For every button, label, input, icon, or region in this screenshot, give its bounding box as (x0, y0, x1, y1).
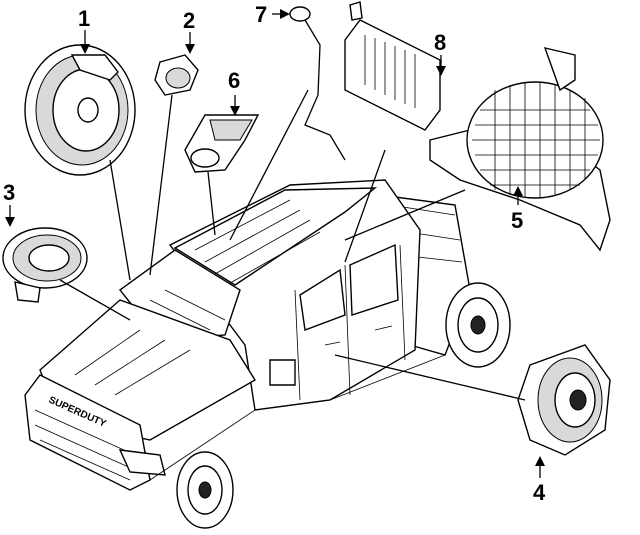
callout-labels: 1 2 3 4 5 6 7 8 (3, 2, 546, 505)
callout-7: 7 (255, 2, 267, 27)
part-8-amplifier (344, 1, 441, 131)
callout-5: 5 (511, 208, 523, 233)
callout-3: 3 (3, 180, 15, 205)
part-1-speaker (24, 44, 136, 176)
part-6-module (184, 114, 260, 173)
callout-6: 6 (228, 68, 240, 93)
roof (173, 187, 378, 286)
side-mirror (269, 359, 296, 386)
callout-arrows (5, 9, 545, 478)
callout-4: 4 (533, 480, 546, 505)
grille-mesh (472, 83, 600, 198)
part-3-speaker (2, 227, 88, 303)
callout-1: 1 (78, 6, 90, 31)
leader-lines (59, 89, 526, 401)
truck-body: SUPERDUTY (24, 179, 511, 529)
part-4-door-speaker (517, 344, 611, 456)
callout-2: 2 (183, 8, 195, 33)
part-7-antenna (289, 6, 346, 161)
callout-8: 8 (434, 30, 446, 55)
part-2-tweeter (154, 54, 199, 96)
